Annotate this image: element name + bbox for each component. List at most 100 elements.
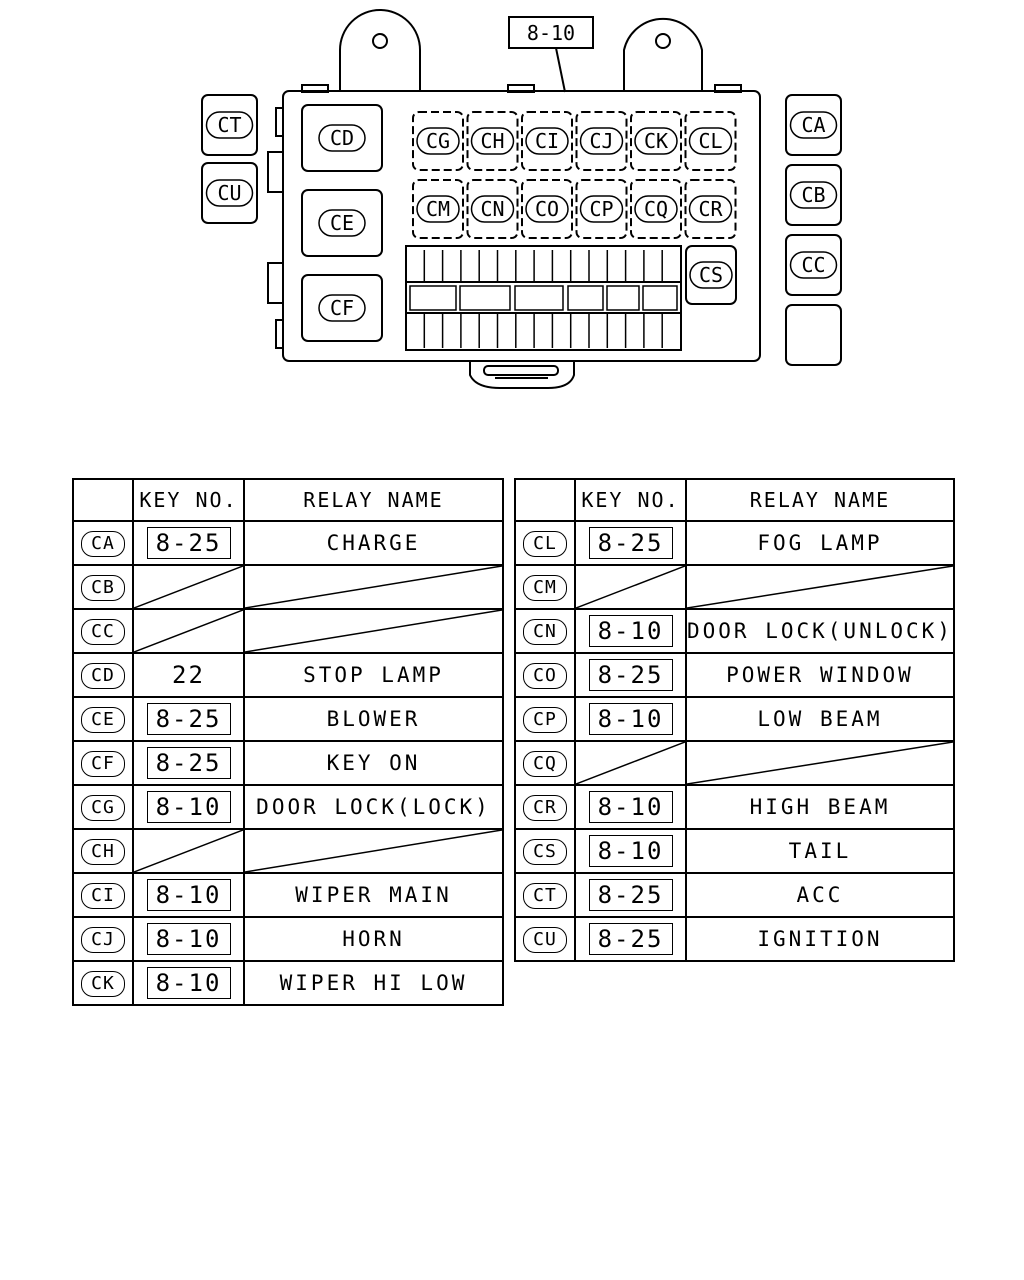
empty-slash	[687, 742, 953, 784]
relay-ck: CK	[630, 111, 682, 171]
key-no: 8-10	[146, 967, 231, 999]
key-no: 8-25	[588, 527, 673, 559]
relay-name-cell-empty	[685, 740, 955, 786]
mounting-hole-right	[655, 33, 671, 49]
relay-name-cell: ACC	[685, 872, 955, 918]
relay-outline	[630, 111, 682, 171]
relay-name: ACC	[796, 883, 844, 907]
relay-code: CL	[523, 530, 567, 557]
relay-code-oval	[689, 261, 733, 289]
relay-code-oval	[205, 179, 254, 207]
relay-name-cell: KEY ON	[243, 740, 504, 786]
relay-code-oval	[789, 251, 838, 279]
relay-outline	[575, 179, 628, 239]
relay-name-cell: FOG LAMP	[685, 520, 955, 566]
relay-name-cell: STOP LAMP	[243, 652, 504, 698]
relay-code-cell: CN	[514, 608, 576, 654]
key-no-cell: 8-25	[574, 652, 687, 698]
relay-code-label: CS	[699, 263, 723, 287]
relay-name-cell: WIPER MAIN	[243, 872, 504, 918]
relay-cj: CJ	[575, 111, 628, 171]
relay-code-label: CD	[330, 126, 354, 150]
fuse-cells	[409, 250, 678, 348]
relay-code-label: CI	[535, 129, 559, 153]
relay-outline	[201, 162, 258, 224]
relay-name-cell-empty	[243, 608, 504, 654]
key-no: 8-10	[588, 615, 673, 647]
relay-code-oval	[634, 127, 678, 155]
relay-code: CR	[523, 794, 567, 821]
key-no-cell: 8-25	[574, 916, 687, 962]
relay-code-cell: CA	[72, 520, 134, 566]
relay-code-oval	[525, 195, 569, 223]
relay-name-cell: HORN	[243, 916, 504, 962]
fuse-block	[405, 245, 682, 351]
key-no-cell: 8-10	[574, 608, 687, 654]
relay-code-cell: CL	[514, 520, 576, 566]
relay-outline	[466, 179, 519, 239]
relay-code: CO	[523, 662, 567, 689]
relay-name: KEY ON	[326, 751, 421, 775]
key-no: 8-10	[146, 923, 231, 955]
empty-slash	[576, 742, 685, 784]
relay-code-label: CC	[801, 253, 825, 277]
key-no-cell: 8-10	[574, 696, 687, 742]
relay-code: CA	[81, 530, 125, 557]
relay-outline	[521, 179, 573, 239]
relay-code-cell: CM	[514, 564, 576, 610]
relay-code-label: CL	[698, 129, 722, 153]
relay-code-cell: CF	[72, 740, 134, 786]
relay-code-label: CO	[535, 197, 559, 221]
relay-cm: CM	[412, 179, 464, 239]
relay-code-cell: CI	[72, 872, 134, 918]
relay-outline	[684, 179, 737, 239]
relay-cp: CP	[575, 179, 628, 239]
relay-code-label: CU	[217, 181, 241, 205]
relay-outline	[685, 245, 737, 305]
relay-code-oval	[525, 127, 569, 155]
relay-code: CN	[523, 618, 567, 645]
relay-name: LOW BEAM	[757, 707, 883, 731]
relay-code: CM	[523, 574, 567, 601]
relay-name-cell: LOW BEAM	[685, 696, 955, 742]
key-no: 22	[172, 661, 205, 689]
relay-name-cell-empty	[243, 828, 504, 874]
relay-name-cell: HIGH BEAM	[685, 784, 955, 830]
relay-name-cell-empty	[685, 564, 955, 610]
relay-code-cell: CB	[72, 564, 134, 610]
mounting-ear-left	[339, 9, 421, 92]
relay-code: CS	[523, 838, 567, 865]
key-no: 8-25	[588, 659, 673, 691]
relay-name: CHARGE	[326, 531, 421, 555]
relay-code-cell: CQ	[514, 740, 576, 786]
header-relay-name: RELAY NAME	[685, 478, 955, 522]
table-row: CB	[72, 564, 504, 610]
callout-key-label: 8-10	[527, 21, 575, 45]
relay-name: FOG LAMP	[757, 531, 883, 555]
key-no-cell-empty	[574, 740, 687, 786]
relay-code-cell: CC	[72, 608, 134, 654]
relay-code-label: CP	[589, 197, 613, 221]
relay-code-label: CQ	[644, 197, 668, 221]
key-no-cell: 8-10	[132, 784, 245, 830]
key-no: 8-25	[588, 879, 673, 911]
relay-name: TAIL	[788, 839, 852, 863]
relay-name: DOOR LOCK(LOCK)	[256, 795, 491, 819]
relay-code: CQ	[523, 750, 567, 777]
relay-name: HORN	[342, 927, 405, 951]
relay-cr: CR	[684, 179, 737, 239]
relay-code-oval	[470, 195, 515, 223]
relay-cc: CC	[785, 234, 842, 296]
key-no: 8-10	[588, 835, 673, 867]
relay-outline	[301, 189, 383, 257]
table-row: CH	[72, 828, 504, 874]
relay-co: CO	[521, 179, 573, 239]
